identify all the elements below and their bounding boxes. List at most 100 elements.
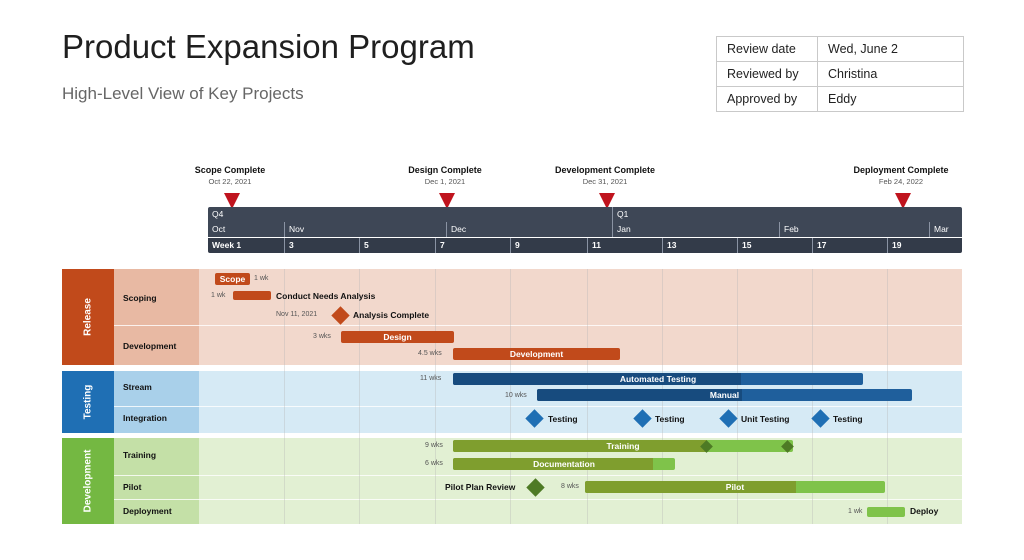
task-duration: 10 wks bbox=[505, 392, 527, 399]
page-title: Product Expansion Program bbox=[62, 28, 475, 65]
task-duration: 8 wks bbox=[561, 483, 579, 490]
task-bar[interactable] bbox=[867, 507, 905, 517]
timescale-quarters: Q4 Q1 bbox=[208, 207, 962, 222]
band-name: Development bbox=[82, 449, 94, 513]
top-milestone: Deployment Complete Feb 24, 2022 bbox=[826, 165, 976, 186]
row-label: Pilot bbox=[123, 482, 142, 492]
task-progress bbox=[453, 458, 653, 470]
band-label: Development bbox=[62, 438, 114, 524]
task-bar[interactable]: Design bbox=[341, 331, 454, 343]
task-label: Manual bbox=[709, 390, 740, 400]
task-duration: 1 wk bbox=[211, 292, 226, 299]
milestone-name: Development Complete bbox=[554, 165, 656, 175]
row-label: Training bbox=[123, 450, 157, 460]
milestone-label: Analysis Complete bbox=[353, 310, 430, 320]
week-label: 13 bbox=[662, 238, 676, 253]
task-label: Design bbox=[383, 332, 412, 342]
task-bar[interactable]: Training bbox=[453, 440, 793, 452]
review-value: Wed, June 2 bbox=[817, 36, 964, 62]
quarter-label: Q1 bbox=[612, 207, 628, 222]
task-label: Pilot bbox=[725, 482, 745, 492]
task-bar[interactable]: Documentation bbox=[453, 458, 675, 470]
milestone-label: Testing bbox=[548, 414, 578, 424]
task-bar[interactable]: Development bbox=[453, 348, 620, 360]
band-row-labels bbox=[114, 371, 199, 433]
task-duration: 1 wk bbox=[254, 275, 269, 282]
grid-line bbox=[284, 269, 285, 524]
band-label: Release bbox=[62, 269, 114, 365]
task-progress bbox=[453, 373, 741, 385]
milestone-triangle-icon bbox=[599, 193, 615, 209]
week-label: 3 bbox=[284, 238, 294, 253]
top-milestone: Design Complete Dec 1, 2021 bbox=[370, 165, 520, 186]
milestone-name: Deployment Complete bbox=[853, 165, 949, 175]
task-label: Conduct Needs Analysis bbox=[276, 291, 376, 301]
band-row-labels bbox=[114, 438, 199, 524]
milestone-date: Dec 1, 2021 bbox=[424, 177, 466, 186]
grid-line bbox=[510, 269, 511, 524]
band-release: Release bbox=[62, 269, 962, 365]
review-label: Reviewed by bbox=[716, 61, 818, 87]
row-separator bbox=[114, 406, 962, 407]
row-label: Scoping bbox=[123, 293, 157, 303]
band-row-labels bbox=[114, 269, 199, 365]
month-label: Mar bbox=[929, 222, 949, 237]
milestone-triangle-icon bbox=[895, 193, 911, 209]
task-label: Development bbox=[509, 349, 564, 359]
milestone-date: Nov 11, 2021 bbox=[276, 311, 318, 318]
row-label: Development bbox=[123, 341, 177, 351]
week-label: 7 bbox=[435, 238, 445, 253]
week-label: 19 bbox=[887, 238, 901, 253]
review-row: Reviewed by Christina bbox=[716, 61, 964, 87]
month-label: Jan bbox=[612, 222, 631, 237]
week-label: 11 bbox=[587, 238, 601, 253]
month-label: Feb bbox=[779, 222, 799, 237]
month-label: Oct bbox=[212, 224, 226, 234]
task-label: Documentation bbox=[533, 459, 595, 469]
milestone-triangle-icon bbox=[439, 193, 455, 209]
milestone-label: Testing bbox=[655, 414, 685, 424]
top-milestone: Scope Complete Oct 22, 2021 bbox=[155, 165, 305, 186]
grid-line bbox=[435, 269, 436, 524]
review-value: Christina bbox=[817, 61, 964, 87]
top-milestone: Development Complete Dec 31, 2021 bbox=[530, 165, 680, 186]
task-bar[interactable]: Automated Testing bbox=[453, 373, 863, 385]
task-bar[interactable]: Scope bbox=[215, 273, 250, 285]
task-duration: 11 wks bbox=[420, 375, 442, 382]
milestone-triangle-icon bbox=[224, 193, 240, 209]
band-name: Testing bbox=[82, 384, 94, 420]
task-duration: 4.5 wks bbox=[418, 350, 442, 357]
review-row: Approved by Eddy bbox=[716, 86, 964, 112]
task-duration: 1 wk bbox=[848, 508, 863, 515]
task-bar[interactable] bbox=[233, 291, 271, 300]
review-value: Eddy bbox=[817, 86, 964, 112]
timescale-months: Oct Nov Dec Jan Feb Mar bbox=[208, 222, 962, 237]
milestone-label: Testing bbox=[833, 414, 863, 424]
row-separator bbox=[114, 325, 962, 326]
row-separator bbox=[114, 499, 962, 500]
milestone-date: Dec 31, 2021 bbox=[582, 177, 628, 186]
week-label: 15 bbox=[737, 238, 751, 253]
band-name: Release bbox=[82, 298, 94, 336]
task-bar[interactable]: Pilot bbox=[585, 481, 885, 493]
milestone-date: Oct 22, 2021 bbox=[208, 177, 252, 186]
task-label: Scope bbox=[219, 274, 246, 284]
task-progress bbox=[585, 481, 796, 493]
task-duration: 3 wks bbox=[313, 333, 331, 340]
task-bar[interactable]: Manual bbox=[537, 389, 912, 401]
week-label: 5 bbox=[359, 238, 369, 253]
milestone-date: Feb 24, 2022 bbox=[878, 177, 924, 186]
row-label: Deployment bbox=[123, 506, 172, 516]
review-row: Review date Wed, June 2 bbox=[716, 36, 964, 62]
row-label: Stream bbox=[123, 382, 152, 392]
milestone-label: Pilot Plan Review bbox=[445, 482, 516, 492]
review-label: Review date bbox=[716, 36, 818, 62]
week-label: 9 bbox=[510, 238, 520, 253]
milestone-name: Scope Complete bbox=[194, 165, 266, 175]
quarter-label: Q4 bbox=[212, 209, 224, 219]
row-label: Integration bbox=[123, 413, 167, 423]
task-progress bbox=[453, 440, 707, 452]
grid-line bbox=[359, 269, 360, 524]
task-duration: 6 wks bbox=[425, 460, 443, 467]
task-label: Deploy bbox=[910, 506, 939, 516]
